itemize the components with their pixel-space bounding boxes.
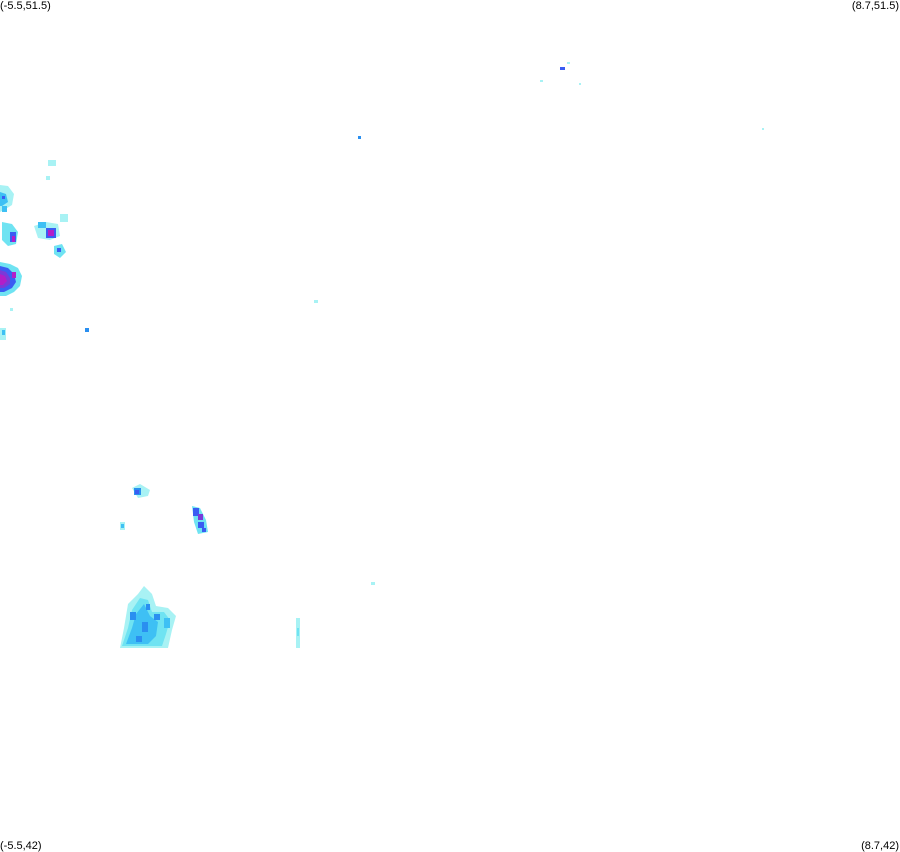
corner-label-top-right: (8.7,51.5): [851, 0, 899, 12]
corner-label-top-left: (-5.5,51.5): [0, 0, 51, 12]
echo-cluster-northwest: [34, 214, 89, 332]
corner-label-bottom-left: (-5.5,42): [0, 840, 42, 852]
echo-cluster-north: [314, 62, 764, 303]
corner-label-bottom-right: (8.7,42): [861, 840, 899, 852]
echo-cluster-central: [120, 484, 375, 585]
echo-cluster-west: [0, 160, 56, 340]
echo-cluster-south: [120, 586, 300, 648]
